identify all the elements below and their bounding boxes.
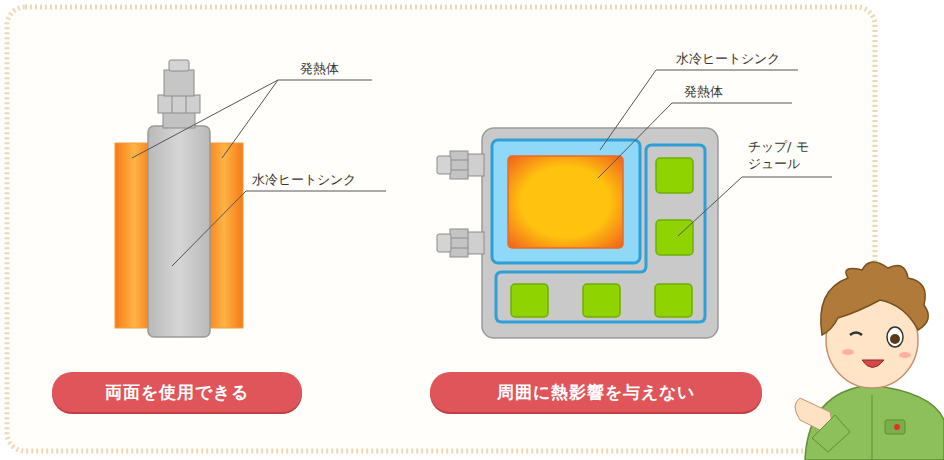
mascot bbox=[887, 327, 903, 347]
cooling-channel bbox=[496, 145, 705, 322]
chip-module bbox=[511, 284, 548, 317]
mascot bbox=[862, 360, 884, 368]
part-label: 発熱体 bbox=[300, 61, 339, 78]
water-heatsink-left bbox=[163, 112, 195, 128]
cooling-channel bbox=[496, 145, 705, 322]
leader-line bbox=[678, 177, 832, 236]
leader-line bbox=[600, 70, 798, 150]
part-label: 水冷ヒートシンク bbox=[252, 172, 356, 189]
caption-pill: 周囲に熱影響を与えない bbox=[430, 372, 762, 412]
caption-pill: 両面を使用できる bbox=[52, 372, 302, 412]
water-fitting bbox=[437, 151, 484, 257]
leader-line bbox=[172, 191, 386, 266]
leader-line bbox=[132, 80, 386, 266]
chip-module bbox=[656, 158, 693, 193]
water-fitting bbox=[450, 238, 468, 239]
mascot bbox=[885, 420, 905, 434]
mascot bbox=[890, 334, 900, 344]
chip-module bbox=[511, 158, 693, 317]
leader-line bbox=[132, 80, 372, 158]
frame bbox=[7, 7, 875, 451]
water-fitting bbox=[437, 234, 451, 252]
frame bbox=[7, 7, 875, 451]
chip-module bbox=[656, 220, 693, 255]
water-fitting bbox=[466, 232, 484, 254]
water-heatsink-left bbox=[169, 60, 189, 71]
mascot bbox=[894, 424, 900, 430]
mascot bbox=[842, 349, 854, 355]
mascot bbox=[812, 415, 850, 452]
mascot bbox=[850, 333, 862, 336]
base-plate bbox=[482, 128, 718, 338]
water-fitting bbox=[450, 229, 468, 257]
chip-module bbox=[655, 284, 692, 317]
water-heatsink-left bbox=[164, 70, 194, 96]
mascot bbox=[872, 395, 873, 460]
water-fitting bbox=[437, 156, 451, 174]
leader-line bbox=[222, 80, 278, 158]
leader-line bbox=[598, 70, 832, 236]
water-fitting bbox=[450, 248, 468, 249]
water-heatsink-left bbox=[148, 126, 210, 337]
mascot bbox=[795, 262, 944, 460]
water-fitting bbox=[450, 170, 468, 171]
base-plate bbox=[482, 128, 718, 338]
water-heatsink-left bbox=[148, 60, 210, 337]
part-label: 発熱体 bbox=[684, 84, 723, 101]
water-heatsink-left bbox=[172, 95, 173, 113]
chip-module bbox=[583, 284, 620, 317]
water-fitting bbox=[450, 160, 468, 161]
water-heatsink-left bbox=[158, 95, 200, 113]
part-label: 水冷ヒートシンク bbox=[676, 51, 780, 68]
mascot bbox=[899, 352, 911, 358]
caption-text: 両面を使用できる bbox=[105, 381, 249, 404]
part-label: チップ/ モジュール bbox=[748, 139, 816, 173]
mascot bbox=[821, 262, 929, 335]
caption-text: 周囲に熱影響を与えない bbox=[497, 381, 695, 404]
water-fitting bbox=[466, 154, 484, 176]
water-fitting bbox=[450, 151, 468, 179]
water-heatsink-left bbox=[186, 95, 187, 113]
